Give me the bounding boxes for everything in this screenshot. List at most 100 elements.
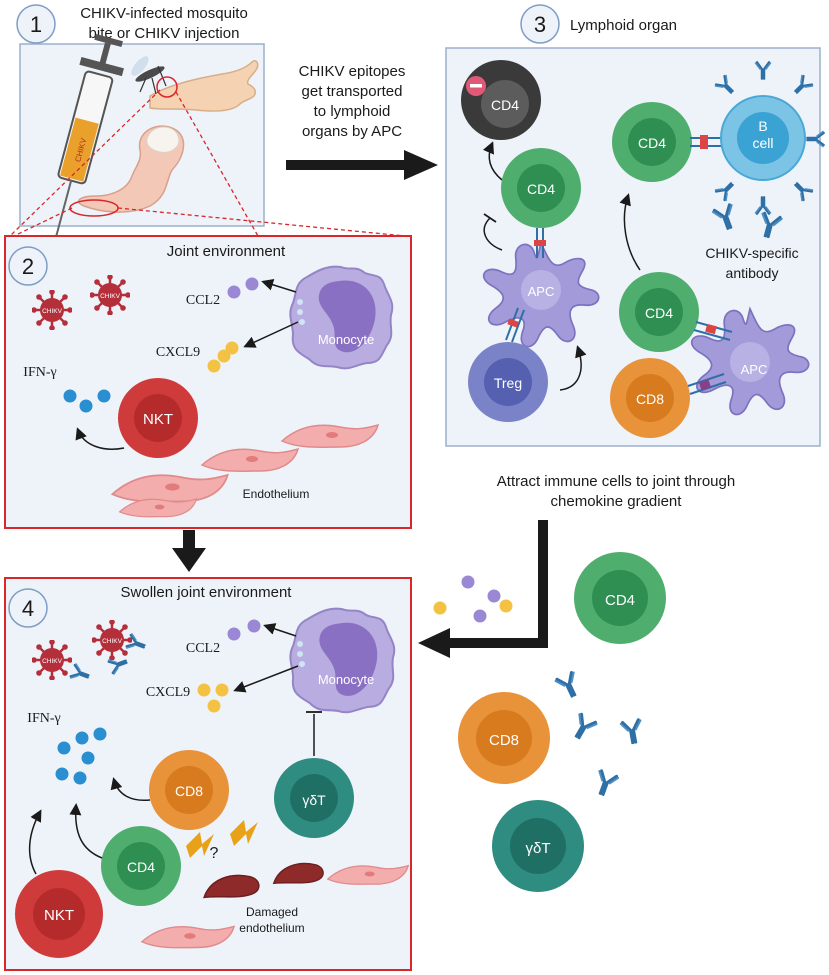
apc-cell: APC: [690, 308, 810, 416]
nkt-cell: NKT: [118, 378, 198, 458]
transport-line3: to lymphoid: [314, 103, 391, 120]
step3-number: 3: [534, 12, 546, 37]
cxcl9-dots: [207, 341, 239, 373]
antibody-label-line2: antibody: [726, 265, 779, 281]
tcr-mhc-connector: [534, 228, 546, 258]
endothelium-label: Endothelium: [243, 487, 310, 501]
attract-line1: Attract immune cells to joint through: [497, 473, 735, 490]
step1-caption-line1: CHIKV-infected mosquito: [80, 5, 248, 22]
mosquito-icon: [131, 56, 167, 95]
cd4-cell: CD4: [501, 148, 581, 228]
apc-cell: APC: [482, 241, 600, 348]
monocyte-cell: Monocyte: [289, 607, 396, 714]
monocyte-label: Monocyte: [318, 672, 374, 687]
b-cell-label-line1: B: [758, 118, 767, 134]
progression-arrow: [172, 530, 206, 572]
migrating-cd8-cell: CD8: [458, 692, 550, 784]
virus-label: CHIKV: [42, 658, 63, 665]
migrating-gdt-label: γδT: [525, 840, 550, 857]
tcr-bcr-connector: [690, 135, 722, 149]
damaged-label-line1: Damaged: [246, 905, 298, 919]
cd4-label: CD4: [127, 859, 155, 875]
b-cell: B cell: [713, 61, 825, 215]
arrow-nkt-to-ifn: [75, 427, 125, 450]
damaged-label-line2: endothelium: [239, 921, 304, 935]
cd4-label: CD4: [638, 135, 666, 151]
gdt-cell: γδT: [274, 758, 354, 838]
step1-badge: [16, 4, 56, 44]
monocyte-cell: Monocyte: [289, 265, 394, 370]
step1-number: 1: [30, 12, 42, 37]
question-mark: ?: [210, 845, 219, 862]
step1-caption-line2: bite or CHIKV injection: [89, 25, 240, 42]
transport-line1: CHIKV epitopes: [299, 63, 406, 80]
virus-particle: CHIKV: [92, 620, 148, 676]
step2-badge: [8, 246, 48, 286]
cxcl9-label: CXCL9: [146, 685, 190, 700]
arrow-to-suppressed-cd4: [482, 141, 503, 181]
chemokine-dots: [433, 575, 513, 623]
gdt-label: γδT: [302, 792, 326, 808]
virus-label: CHIKV: [102, 638, 123, 645]
ccl2-label: CCL2: [186, 641, 220, 656]
tcr-mhc-connector: [693, 321, 733, 341]
swollen-foot-icon: [77, 125, 185, 213]
arrow-monocyte-to-ccl2: [261, 278, 297, 293]
ccl2-dots: [227, 277, 259, 299]
ifn-dots: [55, 727, 107, 785]
cxcl9-dots: [197, 683, 229, 713]
lightning-icon: [186, 820, 258, 858]
attract-arrow: [418, 520, 548, 658]
arrow-monocyte-to-ccl2: [263, 623, 297, 637]
arrow-cd8-to-ifn: [110, 777, 151, 802]
cd8-label: CD8: [636, 391, 664, 407]
cd4-label: CD4: [645, 305, 673, 321]
cd4-cell: CD4: [619, 272, 699, 352]
b-cell-label-line2: cell: [752, 135, 773, 151]
migrating-cd8-label: CD8: [489, 732, 519, 749]
transport-arrow: [286, 150, 438, 180]
step2-number: 2: [22, 254, 34, 279]
step3-title: Lymphoid organ: [570, 17, 677, 34]
step2-title: Joint environment: [167, 243, 286, 260]
step4-badge: [8, 588, 48, 628]
arrow-cd4-to-b-help: [619, 193, 641, 271]
step4-title: Swollen joint environment: [121, 584, 293, 601]
antibody-label-line1: CHIKV-specific: [705, 245, 798, 261]
migrating-cd4-cell: CD4: [574, 552, 666, 644]
transport-line4: organs by APC: [302, 123, 402, 140]
virus-label: CHIKV: [42, 308, 63, 315]
cd8-cell: CD8: [610, 358, 690, 438]
cd4-cell-suppressed: CD4: [461, 60, 541, 140]
ifn-label: IFN-γ: [23, 365, 56, 380]
treg-label: Treg: [494, 375, 522, 391]
ccl2-label: CCL2: [186, 293, 220, 308]
arrow-treg-to-apc: [559, 345, 587, 391]
step3-panel: 3 Lymphoid organ CD4 CD4 APC: [445, 4, 825, 447]
nkt-label: NKT: [143, 411, 173, 428]
monocyte-label: Monocyte: [318, 332, 374, 347]
cd4-cell: CD4: [101, 826, 181, 906]
virus-label: CHIKV: [100, 293, 121, 300]
migrating-gdt-cell: γδT: [492, 800, 584, 892]
virus-particle: CHIKV: [32, 640, 92, 685]
step2-panel: 2 Joint environment CHIKV CHIKV CCL2 CXC…: [4, 235, 412, 529]
inhibition-treg-to-cd4: [483, 217, 503, 251]
ifn-label: IFN-γ: [27, 711, 60, 726]
cd4-label: CD4: [527, 181, 555, 197]
cd4-cell: CD4: [612, 102, 692, 182]
step4-panel: 4 Swollen joint environment CHIKV CHIKV …: [4, 577, 412, 971]
step4-number: 4: [22, 596, 34, 621]
virus-particle: CHIKV: [90, 275, 130, 315]
arrow-monocyte-to-cxcl9: [243, 321, 299, 348]
transport-line2: get transported: [302, 83, 403, 100]
syringe-icon: CHIKV: [55, 33, 124, 237]
cd8-cell: CD8: [149, 750, 229, 830]
migrating-cd4-label: CD4: [605, 592, 635, 609]
step3-badge: [520, 4, 560, 44]
tcr-mhc-connector: [505, 307, 525, 343]
apc-label: APC: [528, 284, 555, 299]
arrow-monocyte-to-cxcl9: [233, 665, 299, 693]
tcr-mhc-connector: [687, 373, 727, 395]
